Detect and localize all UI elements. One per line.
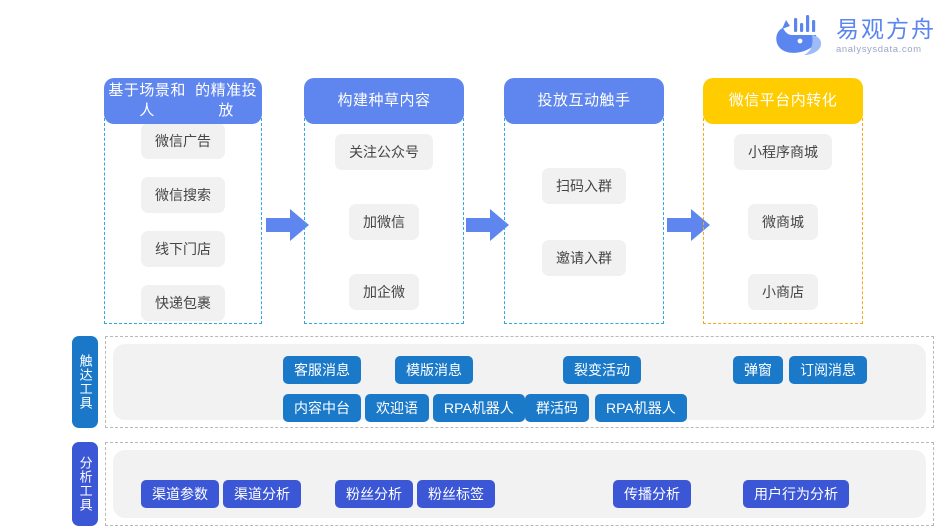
flow-column-4-header: 微信平台内转化 <box>703 78 863 124</box>
brand-name-cn: 易观方舟 <box>836 16 936 43</box>
flow-column-3-body: 扫码入群 邀请入群 <box>504 118 664 324</box>
analysis-chip[interactable]: 用户行为分析 <box>743 480 849 508</box>
brand-logo: 易观方舟 analysysdata.com <box>772 14 936 58</box>
right-arrow-icon <box>266 209 309 241</box>
flow-column-1-body: 微信广告 微信搜索 线下门店 快递包裹 <box>104 118 262 324</box>
band-outreach-inner: 客服消息 模版消息 裂变活动 弹窗 订阅消息 内容中台 欢迎语 RPA机器人 群… <box>113 344 926 422</box>
tool-chip[interactable]: 欢迎语 <box>365 394 429 422</box>
flow-column-4-title: 微信平台内转化 <box>728 91 838 109</box>
flow-column-2: 构建种草内容 关注公众号 加微信 加企微 <box>304 78 464 324</box>
flow-column-1-title-line2: 的精准投放 <box>195 81 258 119</box>
analysis-chip[interactable]: 传播分析 <box>613 480 691 508</box>
tool-chip[interactable]: RPA机器人 <box>595 394 687 422</box>
flow-tag[interactable]: 扫码入群 <box>542 167 626 204</box>
tool-chip[interactable]: 订阅消息 <box>789 356 867 384</box>
band-outreach-frame: 客服消息 模版消息 裂变活动 弹窗 订阅消息 内容中台 欢迎语 RPA机器人 群… <box>105 336 934 428</box>
analysis-chip[interactable]: 渠道参数 <box>141 480 219 508</box>
band-outreach-tools: 触达工具 客服消息 模版消息 裂变活动 弹窗 订阅消息 内容中台 欢迎语 RPA… <box>72 336 934 428</box>
flow-tag[interactable]: 线下门店 <box>141 230 225 267</box>
tool-chip[interactable]: RPA机器人 <box>433 394 525 422</box>
flow-diagram: 基于场景和人 的精准投放 微信广告 微信搜索 线下门店 快递包裹 构建种草内容 … <box>0 78 948 324</box>
tool-chip[interactable]: 模版消息 <box>395 356 473 384</box>
flow-tag[interactable]: 小商店 <box>748 273 818 310</box>
band-analysis-tools: 分析工具 渠道参数 渠道分析 粉丝分析 粉丝标签 传播分析 用户行为分析 <box>72 442 934 526</box>
tool-chip[interactable]: 裂变活动 <box>563 356 641 384</box>
tool-chip[interactable]: 弹窗 <box>733 356 783 384</box>
flow-tag[interactable]: 微商城 <box>748 203 818 240</box>
flow-column-2-body: 关注公众号 加微信 加企微 <box>304 118 464 324</box>
band-label-outreach: 触达工具 <box>72 336 98 428</box>
band-label-analysis: 分析工具 <box>72 442 98 526</box>
flow-tag[interactable]: 关注公众号 <box>335 133 433 170</box>
brand-name-en: analysysdata.com <box>836 43 922 55</box>
flow-column-2-header: 构建种草内容 <box>304 78 464 124</box>
flow-tag[interactable]: 邀请入群 <box>542 239 626 276</box>
analysis-chip[interactable]: 粉丝分析 <box>335 480 413 508</box>
flow-tag[interactable]: 微信广告 <box>141 122 225 159</box>
tool-chip[interactable]: 内容中台 <box>283 394 361 422</box>
flow-tag[interactable]: 加企微 <box>349 273 419 310</box>
tool-chip[interactable]: 群活码 <box>525 394 589 422</box>
flow-tag[interactable]: 微信搜索 <box>141 176 225 213</box>
flow-column-1: 基于场景和人 的精准投放 微信广告 微信搜索 线下门店 快递包裹 <box>104 78 262 324</box>
flow-tag[interactable]: 快递包裹 <box>141 284 225 321</box>
flow-column-3-title: 投放互动触手 <box>537 91 631 109</box>
analysis-chip[interactable]: 粉丝标签 <box>417 480 495 508</box>
tool-chip[interactable]: 客服消息 <box>283 356 361 384</box>
flow-column-3: 投放互动触手 扫码入群 邀请入群 <box>504 78 664 324</box>
right-arrow-icon <box>466 209 509 241</box>
flow-tag[interactable]: 加微信 <box>349 203 419 240</box>
band-analysis-inner: 渠道参数 渠道分析 粉丝分析 粉丝标签 传播分析 用户行为分析 <box>113 450 926 518</box>
flow-column-2-title: 构建种草内容 <box>337 91 431 109</box>
flow-column-4-body: 小程序商城 微商城 小商店 <box>703 118 863 324</box>
band-analysis-frame: 渠道参数 渠道分析 粉丝分析 粉丝标签 传播分析 用户行为分析 <box>105 442 934 526</box>
flow-column-4: 微信平台内转化 小程序商城 微商城 小商店 <box>703 78 863 324</box>
whale-bars-logo-icon <box>776 15 822 55</box>
brand-text: 易观方舟 analysysdata.com <box>836 17 936 54</box>
flow-column-3-header: 投放互动触手 <box>504 78 664 124</box>
analysis-chip[interactable]: 渠道分析 <box>223 480 301 508</box>
flow-column-1-header: 基于场景和人 的精准投放 <box>104 78 262 124</box>
flow-column-1-title-line1: 基于场景和人 <box>108 81 186 119</box>
right-arrow-icon <box>667 209 710 241</box>
flow-tag[interactable]: 小程序商城 <box>734 133 832 170</box>
